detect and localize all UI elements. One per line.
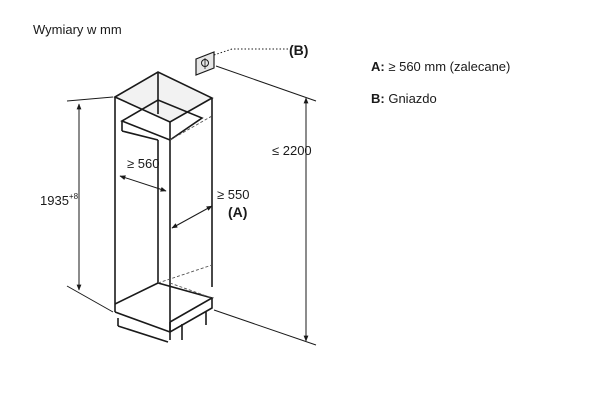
legend-text-a: ≥ 560 mm (zalecane) [388,59,511,74]
cabinet-outline [113,71,215,343]
depth-dimension [171,205,213,229]
inner-width-dimension [119,175,167,192]
hidden-edges [157,115,213,299]
depth-label: ≥ 550 [217,187,249,202]
height-tolerance: +8 [69,192,79,201]
legend-item-b: B: Gniazdo [371,91,437,106]
socket-leader [213,48,288,56]
socket-icon [195,51,215,76]
legend-key-a: A: [371,59,385,74]
total-height-label: ≤ 2200 [272,143,312,158]
total-height-dimension [213,65,317,346]
legend-item-a: A: ≥ 560 mm (zalecane) [371,59,510,74]
depth-ref-label: (A) [228,204,247,220]
page-title: Wymiary w mm [33,22,122,37]
height-dimension [66,96,114,313]
legend-key-b: B: [371,91,385,106]
legend-text-b: Gniazdo [388,91,437,106]
inner-width-label: ≥ 560 [127,156,159,171]
height-label: 1935+8 [40,192,79,208]
socket-ref-label: (B) [289,42,308,58]
